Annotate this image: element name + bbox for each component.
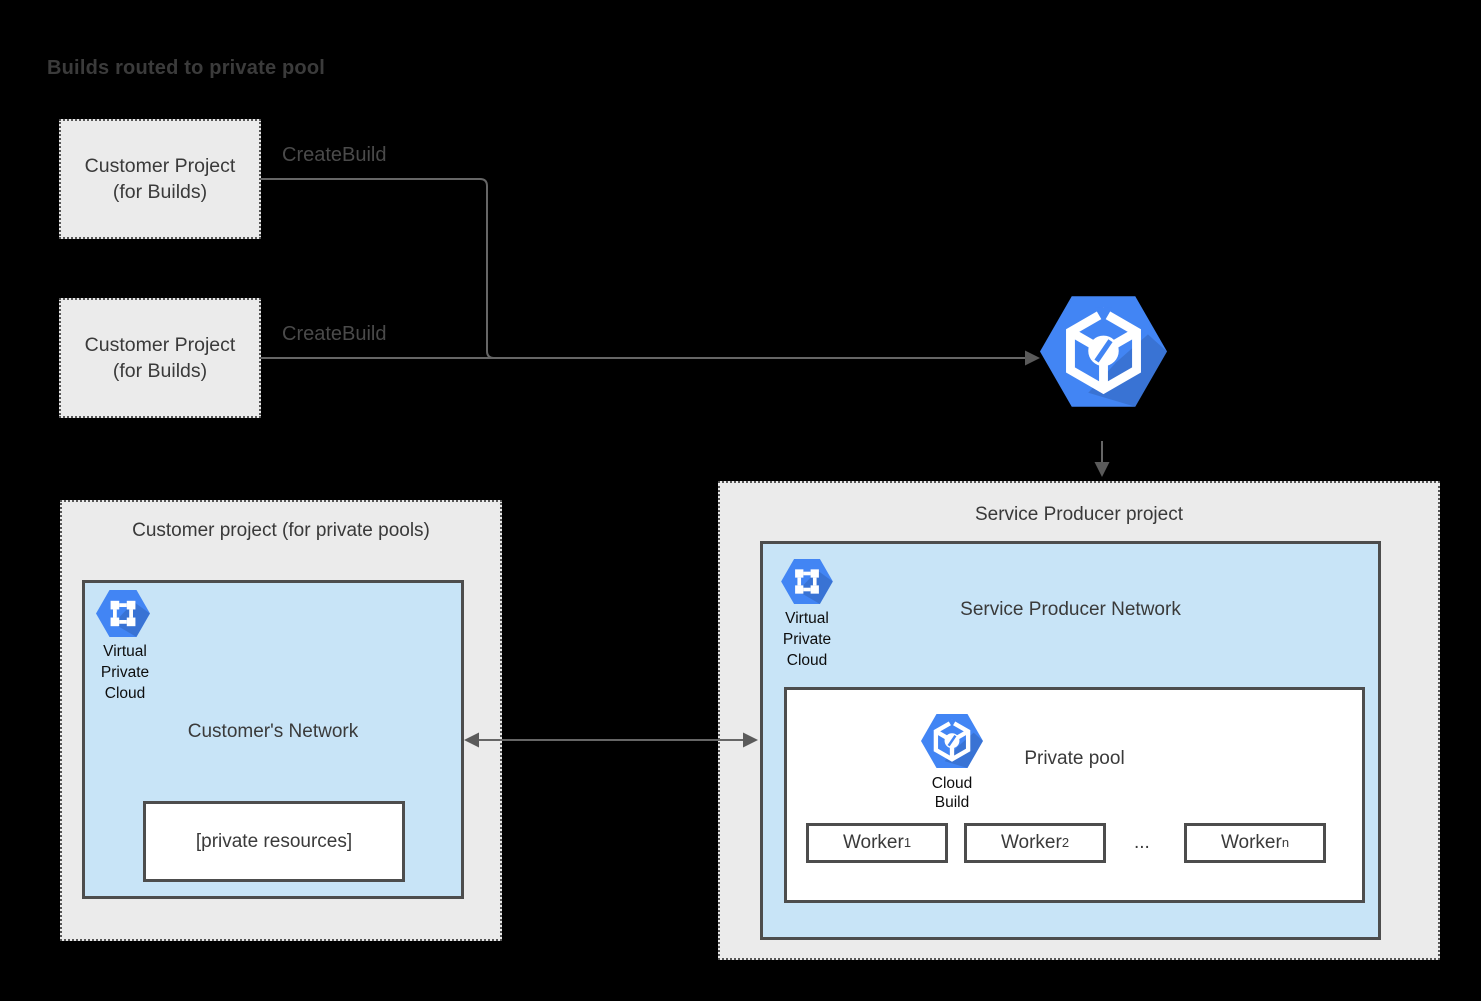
arrowhead-right (1025, 350, 1040, 366)
customer-network-label: Customer's Network (187, 721, 359, 742)
cloud-build-icon (921, 714, 983, 768)
vpc-icon (781, 559, 833, 604)
box-label-line: (for Builds) (112, 360, 208, 382)
createbuild-label-1: CreateBuild (282, 144, 387, 166)
customer-pool-project-title: Customer project (for private pools) (132, 520, 430, 541)
service-producer-network: Virtual Private Cloud Service Producer N… (760, 541, 1381, 940)
private-pool-label: Private pool (1024, 748, 1125, 769)
customer-build-project-2: Customer Project (for Builds) (59, 298, 261, 418)
box-label-line: Customer Project (84, 155, 236, 177)
private-resources-box: [private resources] (143, 801, 405, 882)
diagram-title: Builds routed to private pool (47, 57, 326, 79)
vpc-icon (96, 590, 150, 637)
box-label-line: (for Builds) (112, 181, 208, 203)
box-label-line: Customer Project (84, 334, 236, 356)
customer-build-project-1: Customer Project (for Builds) (59, 119, 261, 239)
createbuild-label-2: CreateBuild (282, 323, 387, 345)
cloud-build-icon (1040, 296, 1167, 407)
service-producer-project-title: Service Producer project (974, 504, 1184, 525)
customer-network: Virtual Private Cloud Customer's Network… (82, 580, 464, 899)
arrowhead-down (1094, 462, 1110, 477)
customer-pool-project: Customer project (for private pools) Vir… (60, 500, 502, 941)
cloud-build-icon-label: Cloud Build (931, 775, 973, 811)
service-producer-project: Service Producer project Virtual Private… (718, 481, 1440, 960)
vpc-icon-label: Virtual Private Cloud (782, 610, 832, 669)
vpc-icon-label: Virtual Private Cloud (100, 643, 150, 702)
service-producer-network-label: Service Producer Network (960, 599, 1181, 620)
worker-ellipsis: ... (1134, 832, 1150, 853)
